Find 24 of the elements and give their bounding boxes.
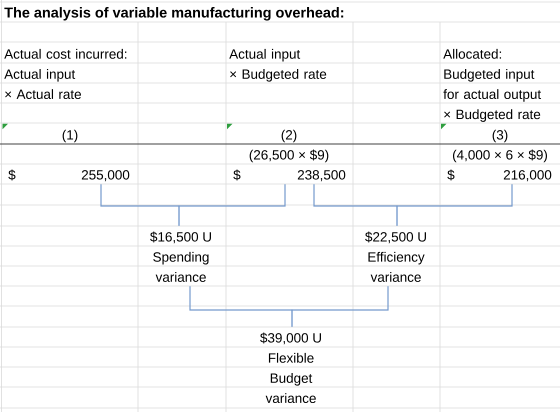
currency-sign: $ <box>233 170 240 180</box>
connector <box>178 184 286 226</box>
connector <box>291 286 389 327</box>
amount: 255,000 <box>82 170 130 182</box>
column-heading: Actual cost incurred: Actual input × Actual rate <box>4 48 126 100</box>
amount: 216,000 <box>504 170 552 182</box>
formula: (26,500 × $9) <box>250 150 328 162</box>
column-number: (3) <box>492 130 508 142</box>
column-number: (1) <box>62 130 78 142</box>
column-number: (2) <box>282 130 296 142</box>
title: The analysis of variable manufacturing overhead: <box>4 7 344 21</box>
variance-name: Efficiency variance <box>368 252 425 282</box>
column-heading: Actual input × Budgeted rate <box>229 48 326 82</box>
variance-amount: $39,000 U <box>260 332 321 344</box>
connector <box>396 184 513 226</box>
amount: 238,500 <box>298 170 346 182</box>
variance-amount: $22,500 U <box>365 232 426 244</box>
currency-sign: $ <box>447 170 454 180</box>
column-heading: Allocated: Budgeted input for actual output × Budgeted rate <box>443 48 542 122</box>
variance-amount: $16,500 U <box>150 232 211 244</box>
variance-name: Flexible Budget variance <box>266 352 316 404</box>
variance-name: Spending variance <box>153 252 209 282</box>
currency-sign: $ <box>8 170 16 180</box>
formula: (4,000 × 6 × $9) <box>452 150 547 162</box>
